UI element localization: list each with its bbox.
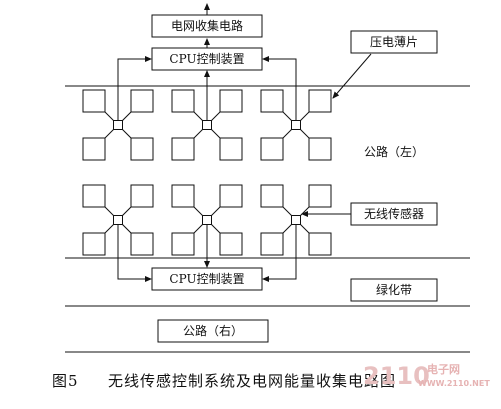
piezo-pad: [130, 232, 154, 256]
piezo-pad: [260, 89, 284, 113]
piezo-pad: [171, 89, 195, 113]
watermark-small-bottom: WWW.2110.NET: [418, 379, 490, 388]
sensor-node: [202, 215, 212, 225]
piezo-pad: [171, 137, 195, 161]
piezo-pad: [219, 184, 243, 208]
piezo-pad: [130, 137, 154, 161]
sensor-cluster: [82, 89, 154, 161]
top-bus: [117, 58, 297, 125]
wireless-sensor-block: 无线传感器: [350, 202, 438, 226]
bottom-bus: [117, 220, 297, 280]
sensor-node: [113, 215, 123, 225]
sensor-node: [291, 215, 301, 225]
cpu-top-block: CPU控制装置: [151, 47, 263, 71]
piezo-pad: [171, 232, 195, 256]
arrow-mid-into-cpu-bottom: [204, 261, 210, 268]
piezo-pad: [260, 184, 284, 208]
sensor-cluster: [260, 89, 332, 161]
cpu-bottom-block: CPU控制装置: [151, 267, 263, 291]
piezo-pad: [82, 232, 106, 256]
piezo-pad: [219, 89, 243, 113]
watermark-logo-text: 2110: [363, 362, 430, 390]
piezo-pad: [82, 137, 106, 161]
wireless-sensor-label: 无线传感器: [364, 206, 424, 221]
arrow-left-into-cpu-bottom: [145, 276, 152, 282]
piezo-block: 压电薄片: [350, 30, 438, 54]
boundary-lines: [65, 85, 470, 353]
cpu-top-label: CPU控制装置: [169, 52, 244, 66]
figure-title: 无线传感控制系统及电网能量收集电路图: [108, 372, 396, 390]
figure-number: 图5: [52, 372, 79, 390]
piezo-pad: [308, 137, 332, 161]
green-belt-label: 绿化带: [376, 282, 412, 297]
site-watermark: 2110 电子网 WWW.2110.NET: [363, 362, 490, 390]
piezo-pad: [82, 89, 106, 113]
watermark-small-top: 电子网: [427, 362, 460, 376]
road-right-box: [157, 319, 269, 343]
sensor-node: [113, 120, 123, 130]
piezo-pad: [260, 137, 284, 161]
piezo-pad: [308, 184, 332, 208]
sensor-cluster: [260, 184, 332, 256]
green-belt-block: 绿化带: [350, 278, 438, 302]
piezo-pad: [260, 232, 284, 256]
arrow-left-into-cpu-top: [145, 56, 152, 62]
grid-collector-block: 电网收集电路: [151, 14, 263, 38]
grid-collector-label: 电网收集电路: [171, 18, 243, 33]
piezo-pad: [219, 137, 243, 161]
piezo-pointer: [332, 53, 372, 99]
road-right-label: 公路（右）: [183, 323, 243, 338]
piezo-pad: [171, 184, 195, 208]
sensor-cluster: [171, 89, 243, 161]
sensor-cluster: [171, 184, 243, 256]
piezo-label: 压电薄片: [370, 34, 418, 49]
cpu-bottom-label: CPU控制装置: [169, 272, 244, 286]
piezo-pad: [82, 184, 106, 208]
arrow-mid-into-cpu-top: [204, 70, 210, 77]
piezo-pad: [308, 89, 332, 113]
piezo-pad: [219, 232, 243, 256]
sensor-node: [202, 120, 212, 130]
cpu-bottom-box: [151, 267, 263, 291]
road-left-label: 公路（左）: [364, 144, 424, 159]
piezo-pad: [130, 184, 154, 208]
arrow-right-into-cpu-bottom: [262, 276, 269, 282]
piezo-pad: [308, 232, 332, 256]
sensor-cluster: [82, 184, 154, 256]
sensor-node: [291, 120, 301, 130]
green-belt-box: [350, 278, 438, 302]
sensor-clusters: [82, 89, 332, 256]
piezo-label-box: [350, 30, 438, 54]
piezo-pad: [130, 89, 154, 113]
road-right-block: 公路（右）: [157, 319, 269, 343]
arrow-right-into-cpu-top: [262, 56, 269, 62]
